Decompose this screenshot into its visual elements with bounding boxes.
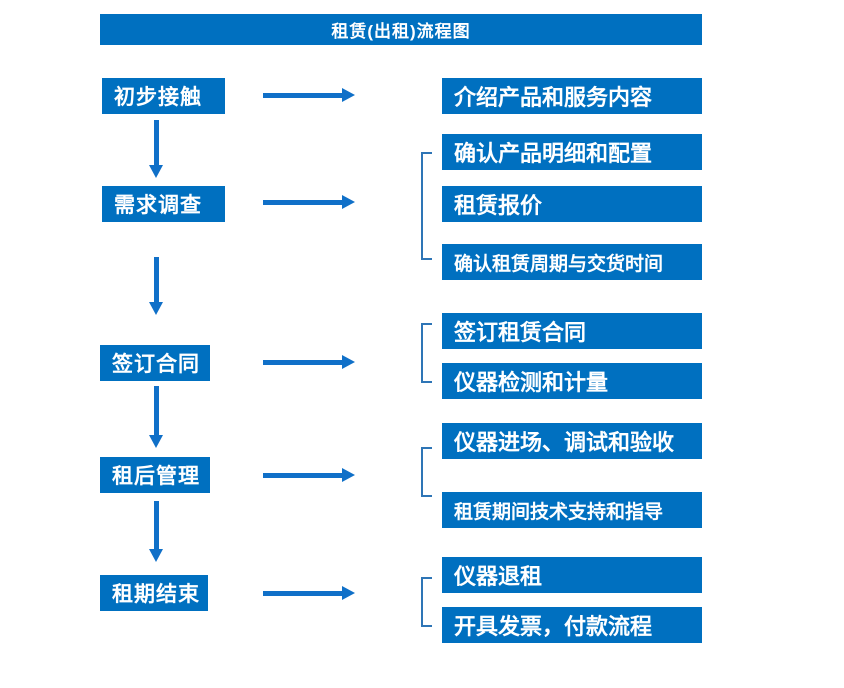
step-box-rental-end: 租期结束: [100, 575, 208, 611]
step-box-post-rental: 租后管理: [100, 457, 210, 493]
arrow-head: [342, 88, 355, 102]
down-arrow-icon-4: [149, 501, 163, 562]
arrow-head: [149, 549, 163, 562]
arrow-shaft: [263, 472, 342, 478]
group-bracket-demand-survey: [421, 152, 432, 260]
detail-box-instrument-testing: 仪器检测和计量: [442, 363, 702, 399]
page-title: 租赁(出租)流程图: [331, 22, 471, 41]
right-arrow-icon-4: [263, 468, 355, 482]
group-bracket-sign-contract: [421, 323, 432, 383]
detail-box-invoice-payment: 开具发票，付款流程: [442, 607, 702, 643]
down-arrow-icon-2: [149, 257, 163, 315]
arrow-head: [342, 195, 355, 209]
arrow-head: [342, 586, 355, 600]
detail-box-instrument-return: 仪器退租: [442, 557, 702, 593]
detail-box-instrument-setup: 仪器进场、调试和验收: [442, 423, 702, 459]
step-box-sign-contract: 签订合同: [100, 345, 210, 381]
right-arrow-icon-2: [263, 195, 355, 209]
right-arrow-icon-3: [263, 355, 355, 369]
detail-box-rental-quote: 租赁报价: [442, 186, 702, 222]
detail-box-introduce-products: 介绍产品和服务内容: [442, 78, 702, 114]
right-arrow-icon-1: [263, 88, 355, 102]
detail-box-confirm-details: 确认产品明细和配置: [442, 134, 702, 170]
arrow-shaft: [153, 257, 159, 302]
right-arrow-icon-5: [263, 586, 355, 600]
arrow-shaft: [153, 120, 159, 165]
down-arrow-icon-1: [149, 120, 163, 178]
step-box-initial-contact: 初步接触: [102, 78, 225, 114]
arrow-shaft: [153, 386, 159, 435]
arrow-head: [342, 468, 355, 482]
down-arrow-icon-3: [149, 386, 163, 448]
arrow-shaft: [263, 92, 342, 98]
arrow-shaft: [153, 501, 159, 549]
group-bracket-post-rental: [421, 447, 432, 497]
arrow-head: [149, 435, 163, 448]
arrow-shaft: [263, 359, 342, 365]
arrow-head: [342, 355, 355, 369]
step-box-demand-survey: 需求调查: [102, 186, 225, 222]
detail-box-tech-support: 租赁期间技术支持和指导: [442, 492, 702, 528]
title-bar: 租赁(出租)流程图: [100, 14, 702, 45]
arrow-head: [149, 302, 163, 315]
group-bracket-rental-end: [421, 577, 432, 627]
arrow-shaft: [263, 199, 342, 205]
arrow-shaft: [263, 590, 342, 596]
detail-box-sign-rental-contract: 签订租赁合同: [442, 313, 702, 349]
detail-box-confirm-period-delivery: 确认租赁周期与交货时间: [442, 244, 702, 280]
arrow-head: [149, 165, 163, 178]
